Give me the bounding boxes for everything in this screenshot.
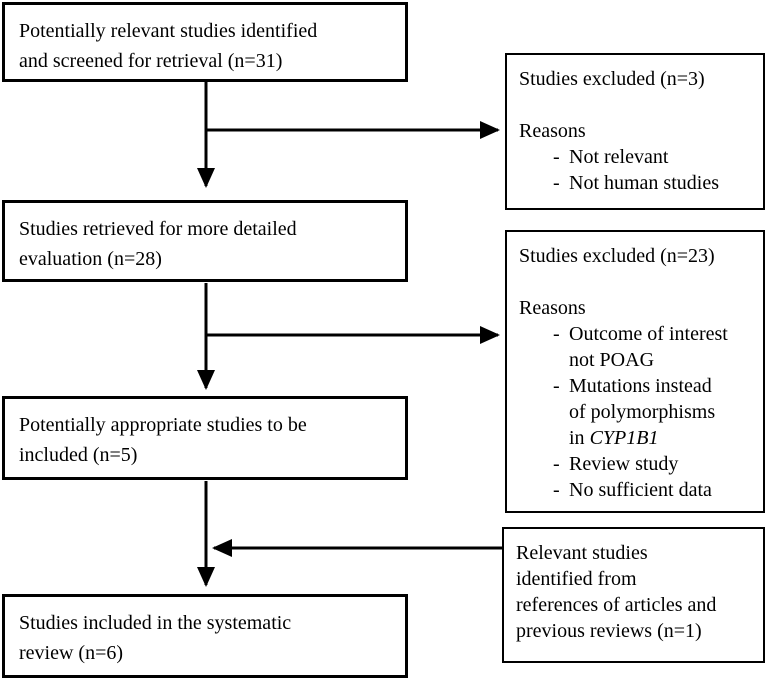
box-studies-retrieved: Studies retrieved for more detailed eval… [2, 200, 408, 282]
reason-text: No sufficient data [569, 479, 712, 501]
box-studies-screened-text: Potentially relevant studies identified … [19, 20, 318, 72]
reason-item: -Not relevant [519, 144, 751, 170]
excluded-screening-reasons-label: Reasons [519, 120, 586, 142]
reason-text: Review study [569, 453, 679, 475]
box-excluded-evaluation: Studies excluded (n=23) Reasons -Outcome… [505, 230, 765, 513]
gene-name-italic: CYP1B1 [589, 427, 659, 449]
box-studies-appropriate: Potentially appropriate studies to be in… [2, 396, 408, 480]
reason-text: Mutations instead of polymorphisms in [569, 375, 716, 449]
excluded-evaluation-reasons-list: -Outcome of interest not POAG -Mutations… [519, 321, 751, 503]
dash-bullet: - [553, 479, 560, 501]
box-excluded-screening: Studies excluded (n=3) Reasons -Not rele… [505, 53, 765, 210]
box-studies-retrieved-text: Studies retrieved for more detailed eval… [19, 218, 297, 270]
reason-item: -No sufficient data [519, 477, 751, 503]
dash-bullet: - [553, 172, 560, 194]
reason-text: Not relevant [569, 146, 669, 168]
box-excluded-evaluation-title: Studies excluded (n=23) [519, 245, 715, 267]
reason-text: Outcome of interest not POAG [569, 323, 728, 371]
reason-item: -Not human studies [519, 170, 751, 196]
reason-item: -Review study [519, 451, 751, 477]
dash-bullet: - [553, 146, 560, 168]
dash-bullet: - [553, 453, 560, 475]
box-reference-studies: Relevant studies identified from referen… [502, 527, 765, 663]
reason-item: -Outcome of interest not POAG [519, 321, 751, 373]
box-studies-screened: Potentially relevant studies identified … [2, 2, 408, 82]
box-studies-included: Studies included in the systematic revie… [2, 594, 408, 678]
dash-bullet: - [553, 323, 560, 345]
dash-bullet: - [553, 375, 560, 397]
box-studies-included-text: Studies included in the systematic revie… [19, 612, 292, 664]
excluded-screening-reasons-list: -Not relevant -Not human studies [519, 144, 751, 196]
box-reference-studies-text: Relevant studies identified from referen… [516, 542, 717, 642]
reason-text: Not human studies [569, 172, 719, 194]
excluded-evaluation-reasons-label: Reasons [519, 297, 586, 319]
box-excluded-screening-title: Studies excluded (n=3) [519, 68, 705, 90]
box-studies-appropriate-text: Potentially appropriate studies to be in… [19, 414, 307, 466]
